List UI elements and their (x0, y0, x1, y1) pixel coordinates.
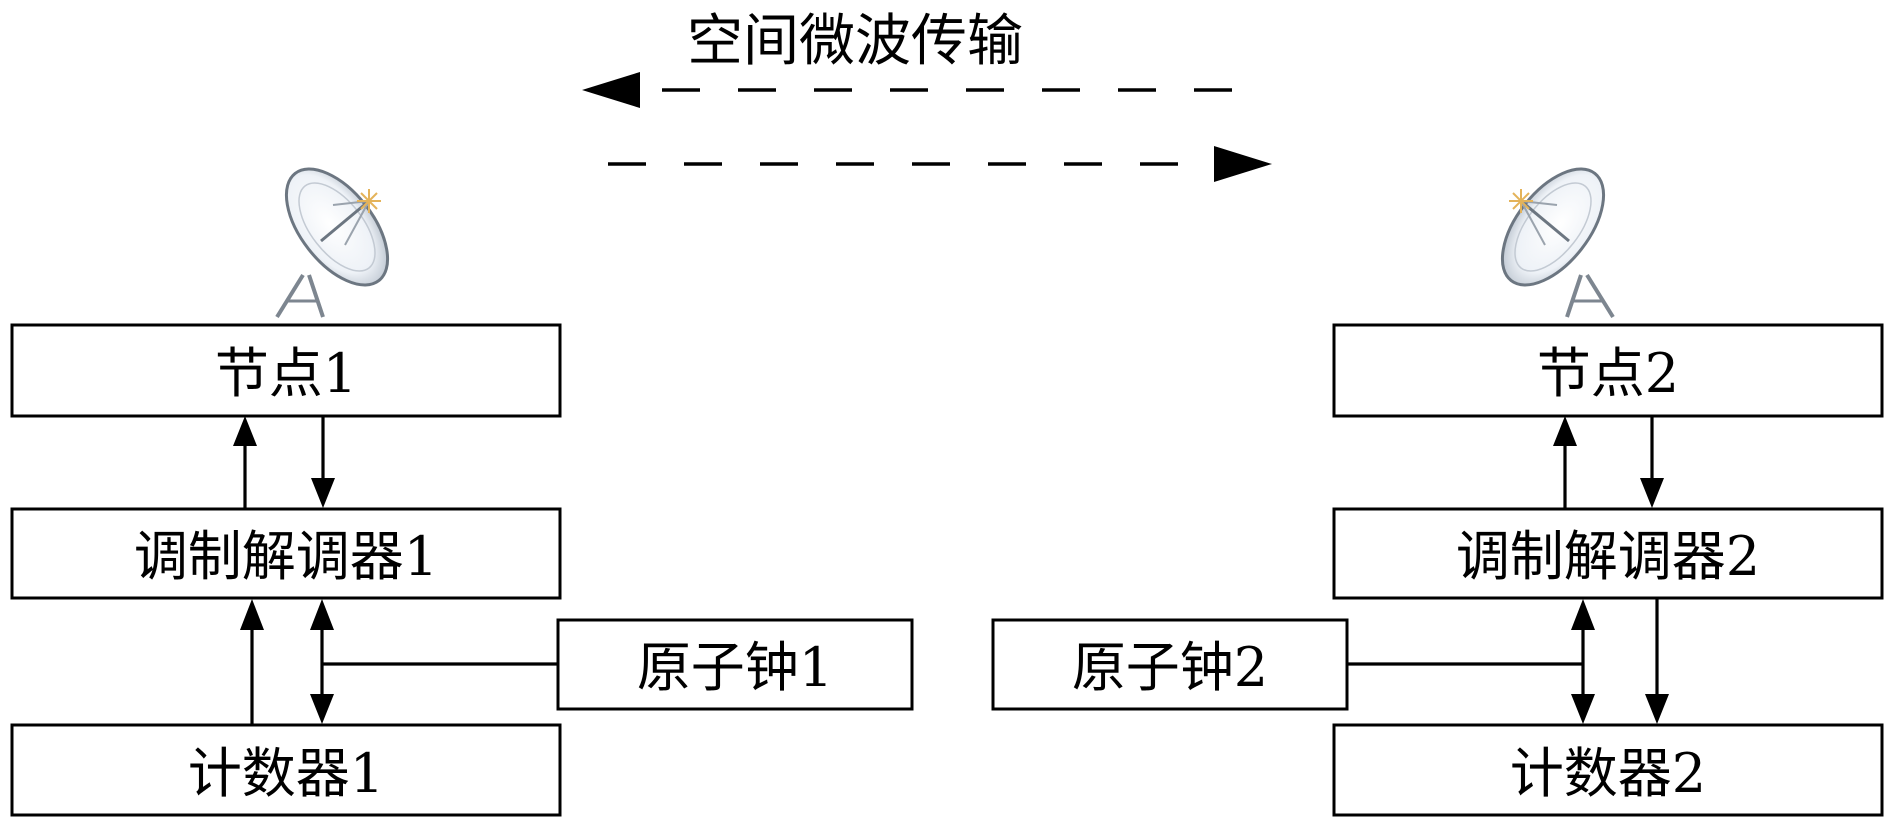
atomic-clock-1-box: 原子钟1 (556, 618, 914, 711)
satellite-dish-icon (1500, 167, 1615, 319)
arrow-node2-to-modem2 (1640, 416, 1664, 508)
modem-1-label: 调制解调器1 (134, 525, 438, 588)
transmission-title: 空间微波传输 (687, 9, 1023, 74)
atomic-clock-2-box: 原子钟2 (991, 618, 1349, 711)
counter-2-label: 计数器2 (1510, 742, 1706, 805)
link-left-to-right (608, 146, 1272, 182)
node-1-label: 节点1 (215, 342, 357, 405)
modem-2-label: 调制解调器2 (1456, 525, 1760, 588)
atomic-clock-2-label: 原子钟2 (1072, 636, 1268, 699)
right-station: 节点2 调制解调器2 计数器2 原子钟2 (991, 323, 1884, 817)
arrow-clock1-to-modem1-and-counter1 (310, 599, 558, 724)
arrow-counter1-to-modem1 (240, 599, 264, 725)
link-right-to-left (582, 72, 1232, 108)
counter-1-label: 计数器1 (188, 742, 384, 805)
satellite-dish-icon (275, 167, 390, 319)
atomic-clock-1-label: 原子钟1 (637, 636, 833, 699)
counter-1-box: 计数器1 (10, 723, 562, 817)
arrow-clock2-to-modem2-and-counter2 (1347, 599, 1595, 724)
node-2-label: 节点2 (1537, 342, 1679, 405)
modem-1-box: 调制解调器1 (10, 507, 562, 600)
left-station: 节点1 调制解调器1 计数器1 原子钟1 (10, 323, 914, 817)
modem-2-box: 调制解调器2 (1332, 507, 1884, 600)
arrow-modem2-to-counter2 (1645, 598, 1669, 724)
node-1-box: 节点1 (10, 323, 562, 418)
arrow-modem1-to-node1 (233, 416, 257, 509)
arrow-modem2-to-node2 (1553, 416, 1577, 509)
counter-2-box: 计数器2 (1332, 723, 1884, 817)
arrow-node1-to-modem1 (311, 416, 335, 508)
node-2-box: 节点2 (1332, 323, 1884, 418)
